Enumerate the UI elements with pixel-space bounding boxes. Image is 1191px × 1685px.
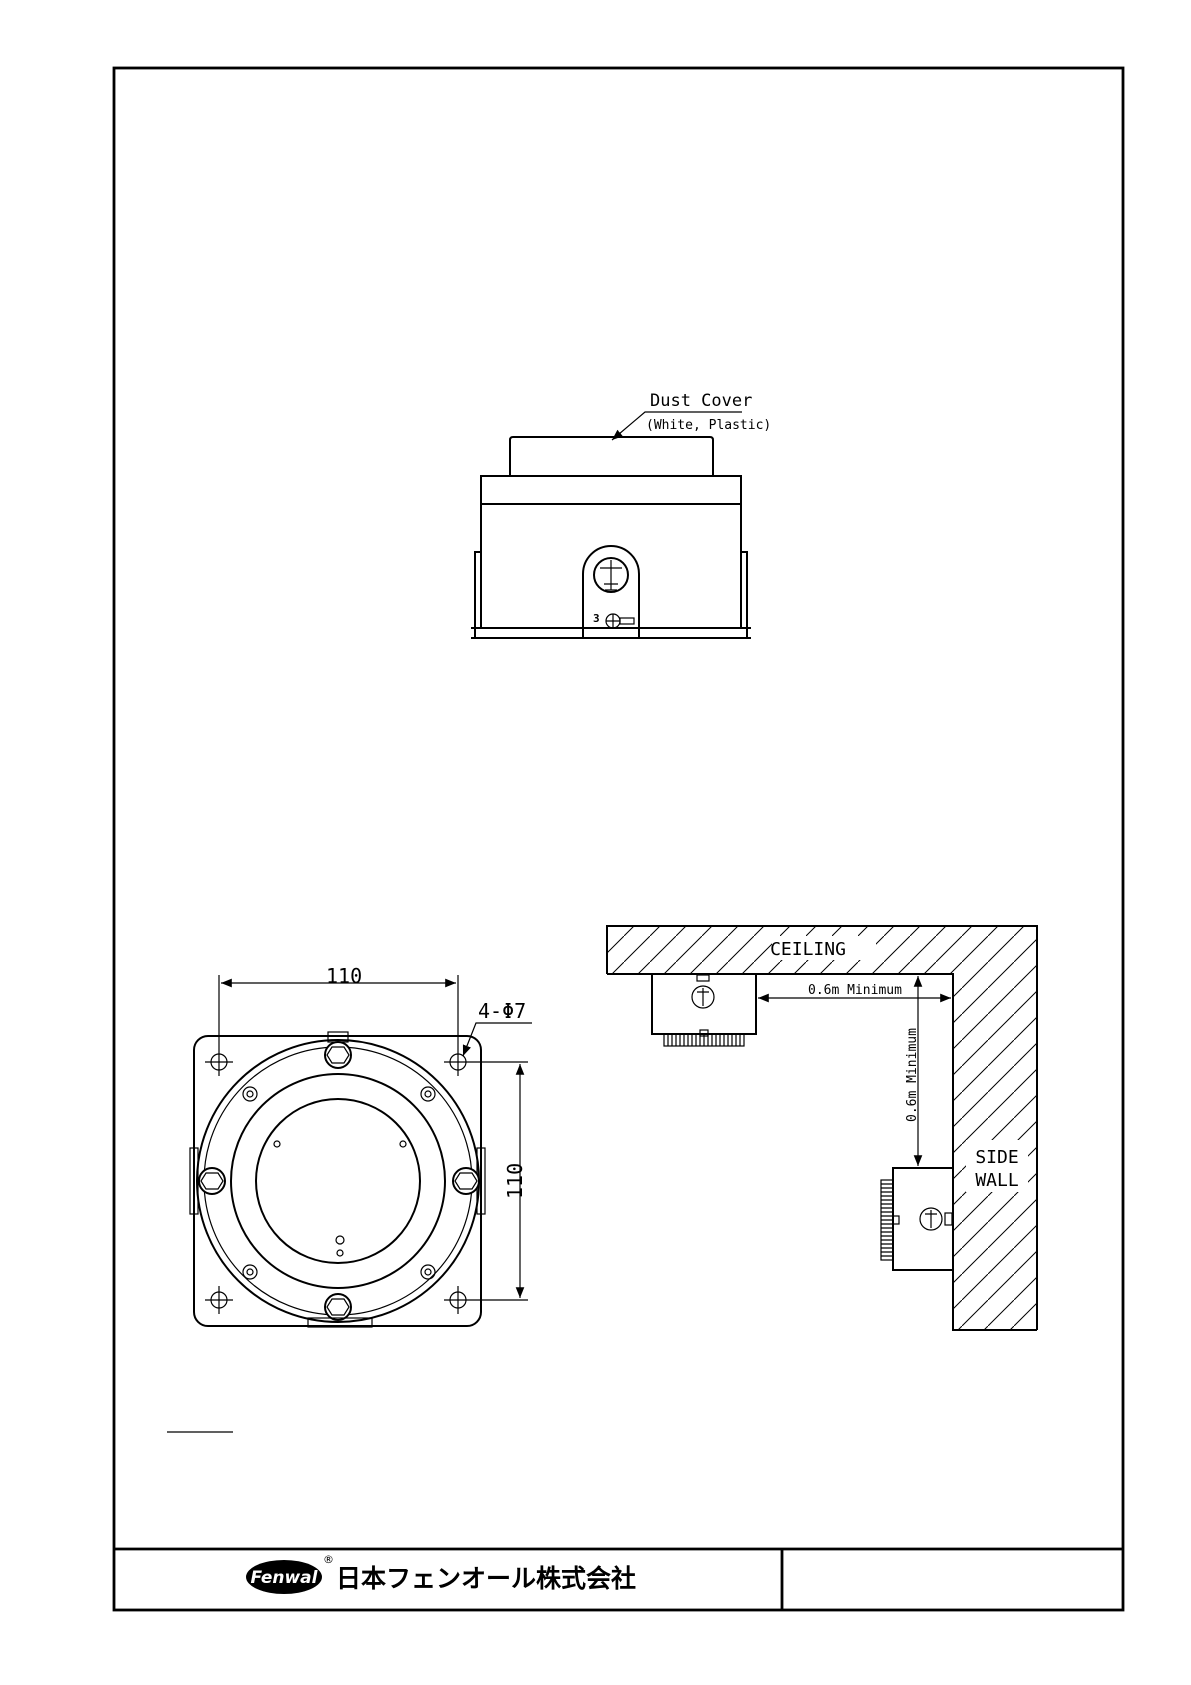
detector-head (481, 476, 741, 504)
hole-callout-leader (463, 1023, 532, 1056)
dim-vertical-value: 110 (503, 1163, 527, 1199)
wall-label-side: SIDE (975, 1147, 1018, 1168)
hole-callout-label: 4-Φ7 (478, 999, 526, 1023)
terminal-number: 3 (593, 612, 600, 625)
installation-view: CEILING SIDE WALL 0.6m Mini (607, 926, 1037, 1330)
company-name: 日本フェンオール株式会社 (336, 1564, 636, 1593)
wall-mounted-detector (881, 1168, 953, 1270)
dim-to-ceiling-label: 0.6m Minimum (905, 1028, 920, 1122)
outer-ring (197, 1040, 479, 1322)
title-block: Fenwal ® 日本フェンオール株式会社 (114, 1549, 1123, 1610)
wall-label-wall: WALL (975, 1170, 1019, 1191)
base-plate (194, 1036, 481, 1326)
base-plan-view: 110 110 4-Φ7 (190, 964, 532, 1327)
dim-horizontal-value: 110 (326, 964, 362, 988)
ceiling-label: CEILING (770, 939, 846, 960)
drawing-border (114, 68, 1123, 1610)
ceiling-mounted-detector (652, 974, 756, 1046)
dim-to-wall-label: 0.6m Minimum (808, 983, 902, 998)
sensor-window (256, 1099, 420, 1263)
fenwal-logo-text: Fenwal (251, 1568, 319, 1588)
hex-bolts (199, 1042, 479, 1320)
dust-cover-label: Dust Cover (650, 391, 752, 411)
detector-side-view: 3 Dust Cover (White, Plastic) (471, 391, 771, 638)
dust-cover (510, 437, 713, 476)
registered-mark: ® (323, 1553, 334, 1566)
dust-cover-material: (White, Plastic) (646, 418, 771, 433)
